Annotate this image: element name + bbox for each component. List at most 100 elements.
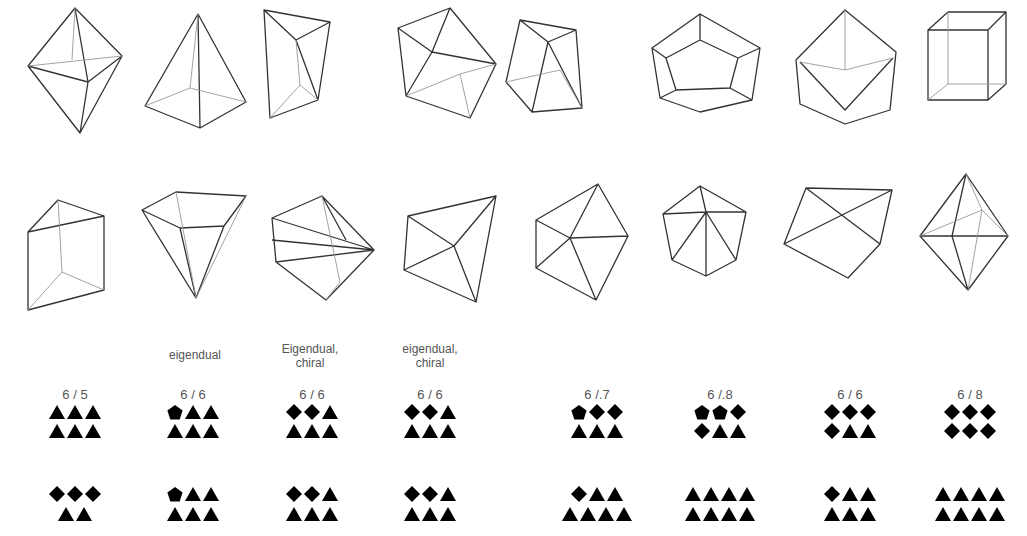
face-symbol bbox=[304, 404, 320, 420]
face-symbol bbox=[286, 424, 302, 438]
face-symbol bbox=[203, 507, 219, 521]
face-symbol bbox=[440, 424, 456, 438]
face-symbol bbox=[440, 405, 456, 419]
face-symbol bbox=[167, 487, 182, 502]
polyhedron-sketch bbox=[663, 186, 746, 276]
face-symbol bbox=[694, 423, 710, 439]
polyhedron-sketch bbox=[796, 10, 896, 124]
face-symbol bbox=[953, 487, 969, 501]
face-symbol bbox=[842, 507, 858, 521]
face-symbol bbox=[304, 507, 320, 521]
face-symbol bbox=[842, 424, 858, 438]
face-symbol bbox=[694, 405, 709, 420]
face-symbol bbox=[962, 404, 978, 420]
polyhedron-sketch bbox=[264, 10, 330, 118]
face-symbol bbox=[203, 405, 219, 419]
polyhedron-sketch bbox=[536, 184, 628, 300]
face-symbol bbox=[185, 487, 201, 501]
hidden-edges bbox=[920, 174, 1008, 290]
face-symbol bbox=[286, 507, 302, 521]
hidden-edges bbox=[28, 200, 104, 310]
polyhedron-sketch bbox=[506, 20, 582, 112]
face-symbol bbox=[58, 507, 74, 521]
hidden-edges bbox=[176, 192, 246, 298]
face-symbol bbox=[286, 404, 302, 420]
pyramid-sketch bbox=[145, 14, 246, 128]
face-symbol bbox=[607, 424, 623, 438]
face-symbol bbox=[721, 507, 737, 521]
face-symbol bbox=[685, 487, 701, 501]
hidden-edges bbox=[145, 14, 246, 106]
face-symbol bbox=[440, 487, 456, 501]
face-symbol bbox=[842, 487, 858, 501]
face-symbol bbox=[980, 423, 996, 439]
face-symbol bbox=[989, 507, 1005, 521]
face-symbol bbox=[67, 486, 83, 502]
face-symbol bbox=[49, 424, 65, 438]
count-label: 6 /.8 bbox=[690, 388, 750, 402]
face-symbol bbox=[598, 507, 614, 521]
face-symbol bbox=[944, 404, 960, 420]
face-symbol bbox=[49, 405, 65, 419]
face-symbol bbox=[203, 424, 219, 438]
face-symbol bbox=[971, 487, 987, 501]
note-label: eigendual bbox=[150, 348, 240, 362]
hidden-edges bbox=[928, 12, 1006, 100]
face-symbol bbox=[422, 424, 438, 438]
cube-sketch bbox=[928, 12, 1006, 100]
note-label: Eigendual, chiral bbox=[272, 342, 348, 370]
face-symbol bbox=[730, 424, 746, 438]
count-label: 6 / 6 bbox=[820, 388, 880, 402]
face-symbol bbox=[712, 424, 728, 438]
face-symbol bbox=[824, 404, 840, 420]
face-symbol bbox=[953, 507, 969, 521]
polyhedron-sketches bbox=[28, 8, 1008, 310]
face-symbol bbox=[440, 507, 456, 521]
count-label: 6 /.7 bbox=[567, 388, 627, 402]
face-symbol bbox=[730, 404, 746, 420]
face-symbol bbox=[589, 424, 605, 438]
face-symbol bbox=[607, 404, 623, 420]
face-symbol bbox=[304, 486, 320, 502]
face-symbol bbox=[322, 424, 338, 438]
face-symbol bbox=[971, 507, 987, 521]
face-symbol bbox=[167, 424, 183, 438]
face-symbol bbox=[571, 424, 587, 438]
face-symbol bbox=[185, 424, 201, 438]
face-symbol bbox=[85, 405, 101, 419]
face-symbol bbox=[322, 487, 338, 501]
face-symbol bbox=[685, 507, 701, 521]
face-symbol bbox=[739, 487, 755, 501]
face-symbol bbox=[824, 507, 840, 521]
face-symbol bbox=[322, 405, 338, 419]
face-symbol bbox=[404, 424, 420, 438]
face-symbol bbox=[167, 507, 183, 521]
face-symbol bbox=[76, 507, 92, 521]
polyhedron-sketch bbox=[398, 8, 496, 118]
face-symbol bbox=[404, 404, 420, 420]
face-symbol bbox=[607, 487, 623, 501]
face-symbol bbox=[944, 423, 960, 439]
polyhedron-sketch bbox=[272, 196, 374, 300]
face-symbol bbox=[322, 507, 338, 521]
face-symbols bbox=[49, 404, 1005, 521]
count-label: 6 / 6 bbox=[400, 388, 460, 402]
face-symbol bbox=[203, 487, 219, 501]
face-symbol bbox=[562, 507, 578, 521]
face-symbol bbox=[286, 486, 302, 502]
face-symbol bbox=[185, 507, 201, 521]
hidden-edges bbox=[270, 40, 318, 118]
face-symbol bbox=[167, 405, 182, 420]
note-label: eigendual, chiral bbox=[392, 342, 468, 370]
bipyramid-sketch bbox=[28, 8, 122, 133]
face-symbol bbox=[571, 486, 587, 502]
face-symbol bbox=[404, 507, 420, 521]
face-symbol bbox=[935, 487, 951, 501]
hidden-edges bbox=[322, 196, 340, 300]
face-symbol bbox=[860, 404, 876, 420]
face-symbol bbox=[980, 404, 996, 420]
count-label: 6 / 5 bbox=[45, 388, 105, 402]
count-label: 6 / 6 bbox=[163, 388, 223, 402]
face-symbol bbox=[842, 404, 858, 420]
face-symbol bbox=[85, 486, 101, 502]
